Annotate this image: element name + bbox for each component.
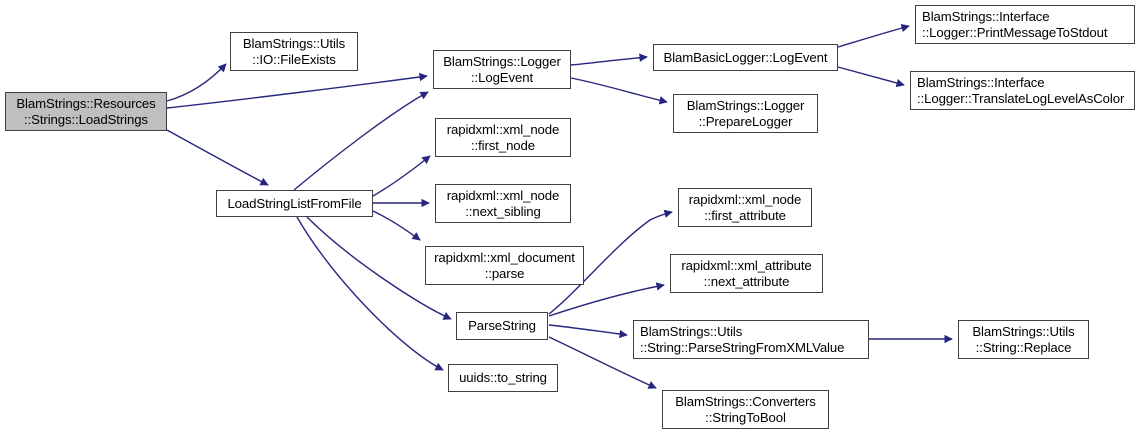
- graph-node-label: rapidxml::xml_node ::first_attribute: [688, 192, 802, 223]
- graph-node-label: BlamStrings::Logger ::PrepareLogger: [686, 98, 805, 129]
- graph-node-print-message-to-stdout[interactable]: BlamStrings::Interface ::Logger::PrintMe…: [915, 5, 1135, 44]
- graph-node-load-string-list-from-file[interactable]: LoadStringListFromFile: [216, 190, 373, 217]
- graph-node-label: ParseString: [468, 318, 536, 334]
- call-edge: [837, 23, 910, 48]
- call-edge: [166, 72, 428, 109]
- graph-node-label: LoadStringListFromFile: [227, 195, 362, 211]
- graph-node-xml-node-first-attribute[interactable]: rapidxml::xml_node ::first_attribute: [678, 188, 812, 227]
- graph-node-string-replace[interactable]: BlamStrings::Utils ::String::Replace: [958, 320, 1089, 359]
- graph-node-label: BlamStrings::Utils ::String::Replace: [972, 324, 1075, 355]
- graph-node-logger-prepare-logger[interactable]: BlamStrings::Logger ::PrepareLogger: [673, 94, 818, 133]
- graph-node-label: BlamStrings::Interface ::Logger::Transla…: [917, 75, 1125, 106]
- graph-node-uuids-to-string[interactable]: uuids::to_string: [448, 364, 558, 392]
- graph-node-translate-log-level-as-color[interactable]: BlamStrings::Interface ::Logger::Transla…: [910, 71, 1135, 110]
- graph-node-load-strings[interactable]: BlamStrings::Resources ::Strings::LoadSt…: [5, 92, 167, 131]
- graph-node-label: uuids::to_string: [459, 370, 547, 386]
- graph-node-converters-string-to-bool[interactable]: BlamStrings::Converters ::StringToBool: [662, 390, 829, 429]
- graph-node-blam-basic-logger-log-event[interactable]: BlamBasicLogger::LogEvent: [653, 44, 838, 71]
- call-edge: [166, 129, 269, 186]
- call-edge: [570, 77, 668, 105]
- call-edge: [570, 53, 648, 66]
- call-edge: [293, 91, 429, 191]
- graph-node-parse-string-from-xml-value[interactable]: BlamStrings::Utils ::String::ParseString…: [633, 320, 869, 359]
- call-edge: [296, 216, 444, 371]
- graph-node-label: BlamStrings::Utils ::IO::FileExists: [242, 36, 346, 67]
- graph-node-xml-node-first-node[interactable]: rapidxml::xml_node ::first_node: [435, 118, 571, 157]
- graph-node-xml-node-next-sibling[interactable]: rapidxml::xml_node ::next_sibling: [435, 184, 571, 223]
- graph-node-label: rapidxml::xml_node ::first_node: [446, 122, 560, 153]
- graph-node-label: BlamStrings::Logger ::LogEvent: [443, 54, 561, 85]
- graph-node-label: BlamStrings::Resources ::Strings::LoadSt…: [16, 96, 156, 127]
- call-edge: [548, 324, 628, 339]
- call-edge: [372, 210, 421, 241]
- graph-node-label: BlamStrings::Interface ::Logger::PrintMe…: [922, 9, 1108, 40]
- graph-node-label: BlamStrings::Utils ::String::ParseString…: [640, 324, 845, 355]
- graph-node-xml-document-parse[interactable]: rapidxml::xml_document ::parse: [425, 246, 584, 285]
- graph-node-label: BlamBasicLogger::LogEvent: [663, 49, 828, 65]
- graph-node-label: rapidxml::xml_attribute ::next_attribute: [681, 258, 812, 289]
- call-edge: [372, 155, 431, 197]
- graph-node-xml-attribute-next-attribute[interactable]: rapidxml::xml_attribute ::next_attribute: [670, 254, 823, 293]
- graph-node-label: rapidxml::xml_node ::next_sibling: [446, 188, 560, 219]
- call-edge: [548, 282, 665, 317]
- graph-node-file-exists[interactable]: BlamStrings::Utils ::IO::FileExists: [230, 32, 358, 71]
- call-edge: [166, 63, 227, 102]
- graph-node-logger-log-event[interactable]: BlamStrings::Logger ::LogEvent: [433, 50, 571, 89]
- call-edge: [837, 66, 905, 88]
- graph-node-parse-string[interactable]: ParseString: [456, 312, 548, 340]
- graph-node-label: BlamStrings::Converters ::StringToBool: [675, 394, 816, 425]
- graph-node-label: rapidxml::xml_document ::parse: [434, 250, 575, 281]
